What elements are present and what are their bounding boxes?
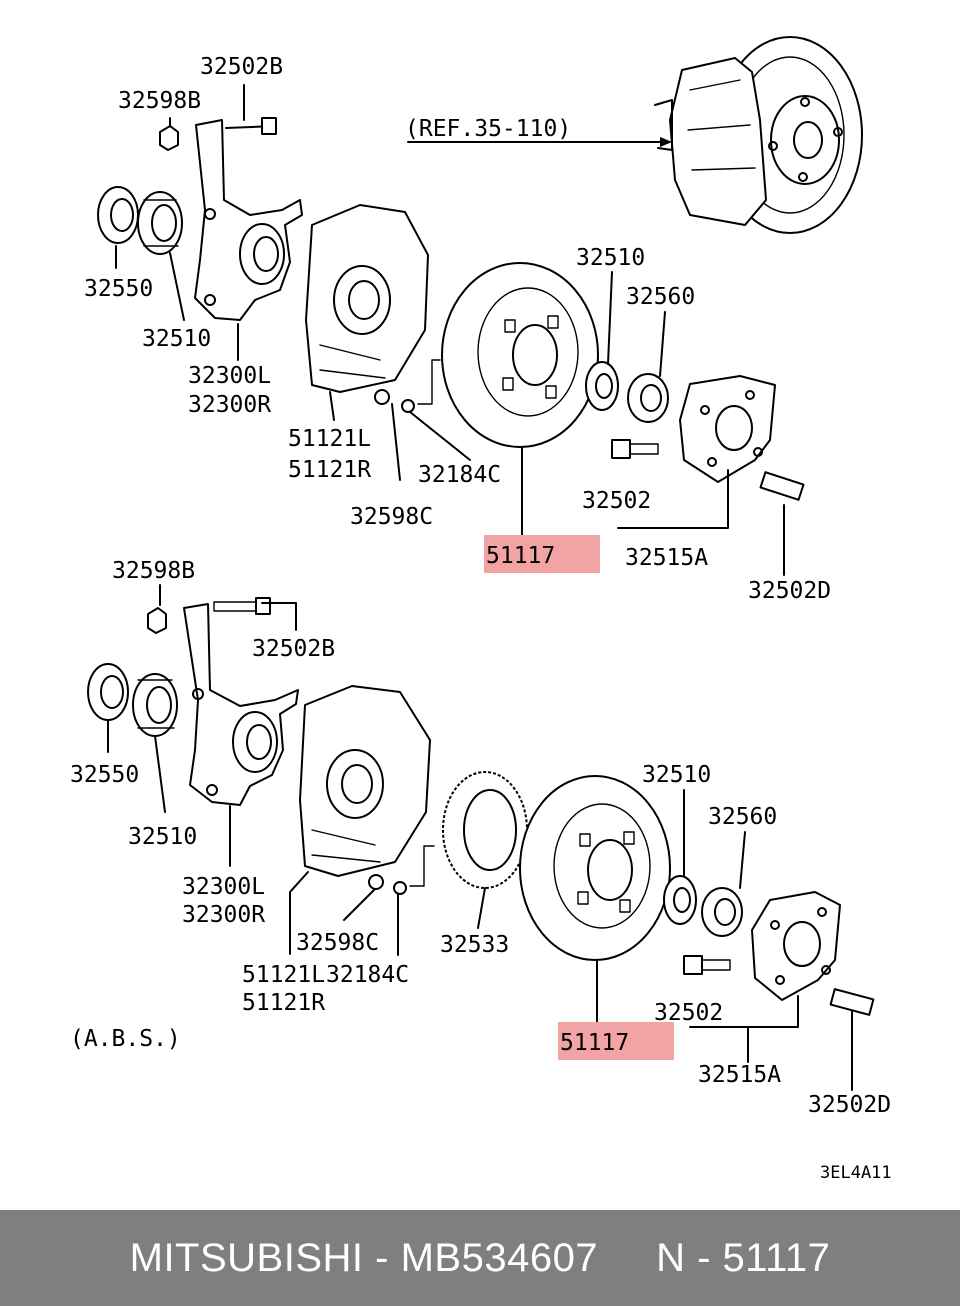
bottom-label-51117: 51117 (560, 1030, 629, 1056)
bottom-label-32510-right: 32510 (642, 762, 711, 788)
bottom-nut-drawing (368, 874, 384, 890)
bottom-label-32184C: 32184C (326, 962, 409, 988)
bottom-label-32560: 32560 (708, 804, 777, 830)
bottom-label-32300R: 32300R (182, 902, 265, 928)
top-label-32598C: 32598C (350, 504, 433, 530)
bottom-label-32598C: 32598C (296, 930, 379, 956)
abs-label: (A.B.S.) (70, 1026, 181, 1052)
top-label-32510-left: 32510 (142, 326, 211, 352)
top-label-32502: 32502 (582, 488, 651, 514)
bottom-outer-bearing-drawing (663, 875, 743, 937)
top-label-32510-right: 32510 (576, 245, 645, 271)
top-label-32502B: 32502B (200, 54, 283, 80)
top-label-32300R: 32300R (188, 392, 271, 418)
top-highlight-51117 (484, 535, 600, 573)
top-label-51121R: 51121R (288, 457, 371, 483)
bottom-highlight-51117 (558, 1022, 674, 1060)
top-hub-drawing (679, 375, 776, 483)
bottom-label-32533: 32533 (440, 932, 509, 958)
bottom-label-51121L: 51121L (242, 962, 325, 988)
bottom-abs-rotor-drawing (442, 771, 528, 889)
bottom-rotor-drawing (519, 775, 671, 961)
top-dust-shield-drawing (305, 204, 429, 393)
caliper-reference-drawing (654, 36, 863, 234)
bottom-label-32502: 32502 (654, 1000, 723, 1026)
bottom-label-32510-left: 32510 (128, 824, 197, 850)
reference-label: (REF.35-110) (405, 116, 571, 142)
bottom-dust-shield-drawing (299, 685, 431, 877)
bottom-knuckle-drawing (147, 597, 299, 806)
bottom-label-32502D: 32502D (808, 1092, 891, 1118)
top-label-32502D: 32502D (748, 578, 831, 604)
top-bearing-seal-drawing (97, 186, 183, 255)
top-rotor-drawing (441, 262, 599, 448)
bottom-label-32502B: 32502B (252, 636, 335, 662)
footer-bar: MITSUBISHI - MB534607 N - 51117 (0, 1210, 960, 1306)
top-washer-drawing (401, 399, 415, 413)
top-nut-drawing (374, 389, 390, 405)
bottom-label-32598B: 32598B (112, 558, 195, 584)
diagram-code: 3EL4A11 (820, 1163, 892, 1183)
top-label-51121L: 51121L (288, 426, 371, 452)
top-label-32184C: 32184C (418, 462, 501, 488)
bottom-label-32550: 32550 (70, 762, 139, 788)
bottom-bolt-drawing (683, 955, 875, 1016)
top-label-51117: 51117 (486, 543, 555, 569)
bottom-hub-drawing (751, 891, 841, 1001)
top-label-32515A: 32515A (625, 545, 708, 571)
bottom-label-51121R: 51121R (242, 990, 325, 1016)
bottom-bearing-seal-drawing (87, 663, 178, 737)
top-label-32598B: 32598B (118, 88, 201, 114)
parts-diagram: (REF.35-110) (70, 36, 892, 1183)
footer-part-number: MITSUBISHI - MB534607 N - 51117 (129, 1235, 831, 1280)
bottom-washer-drawing (393, 881, 407, 895)
top-label-32560: 32560 (626, 284, 695, 310)
bottom-label-32300L: 32300L (182, 874, 265, 900)
top-outer-bearing-drawing (585, 361, 669, 423)
bottom-label-32515A: 32515A (698, 1062, 781, 1088)
top-knuckle-drawing (159, 117, 303, 321)
top-label-32550: 32550 (84, 276, 153, 302)
top-bolt-drawing (611, 439, 805, 501)
top-label-32300L: 32300L (188, 363, 271, 389)
